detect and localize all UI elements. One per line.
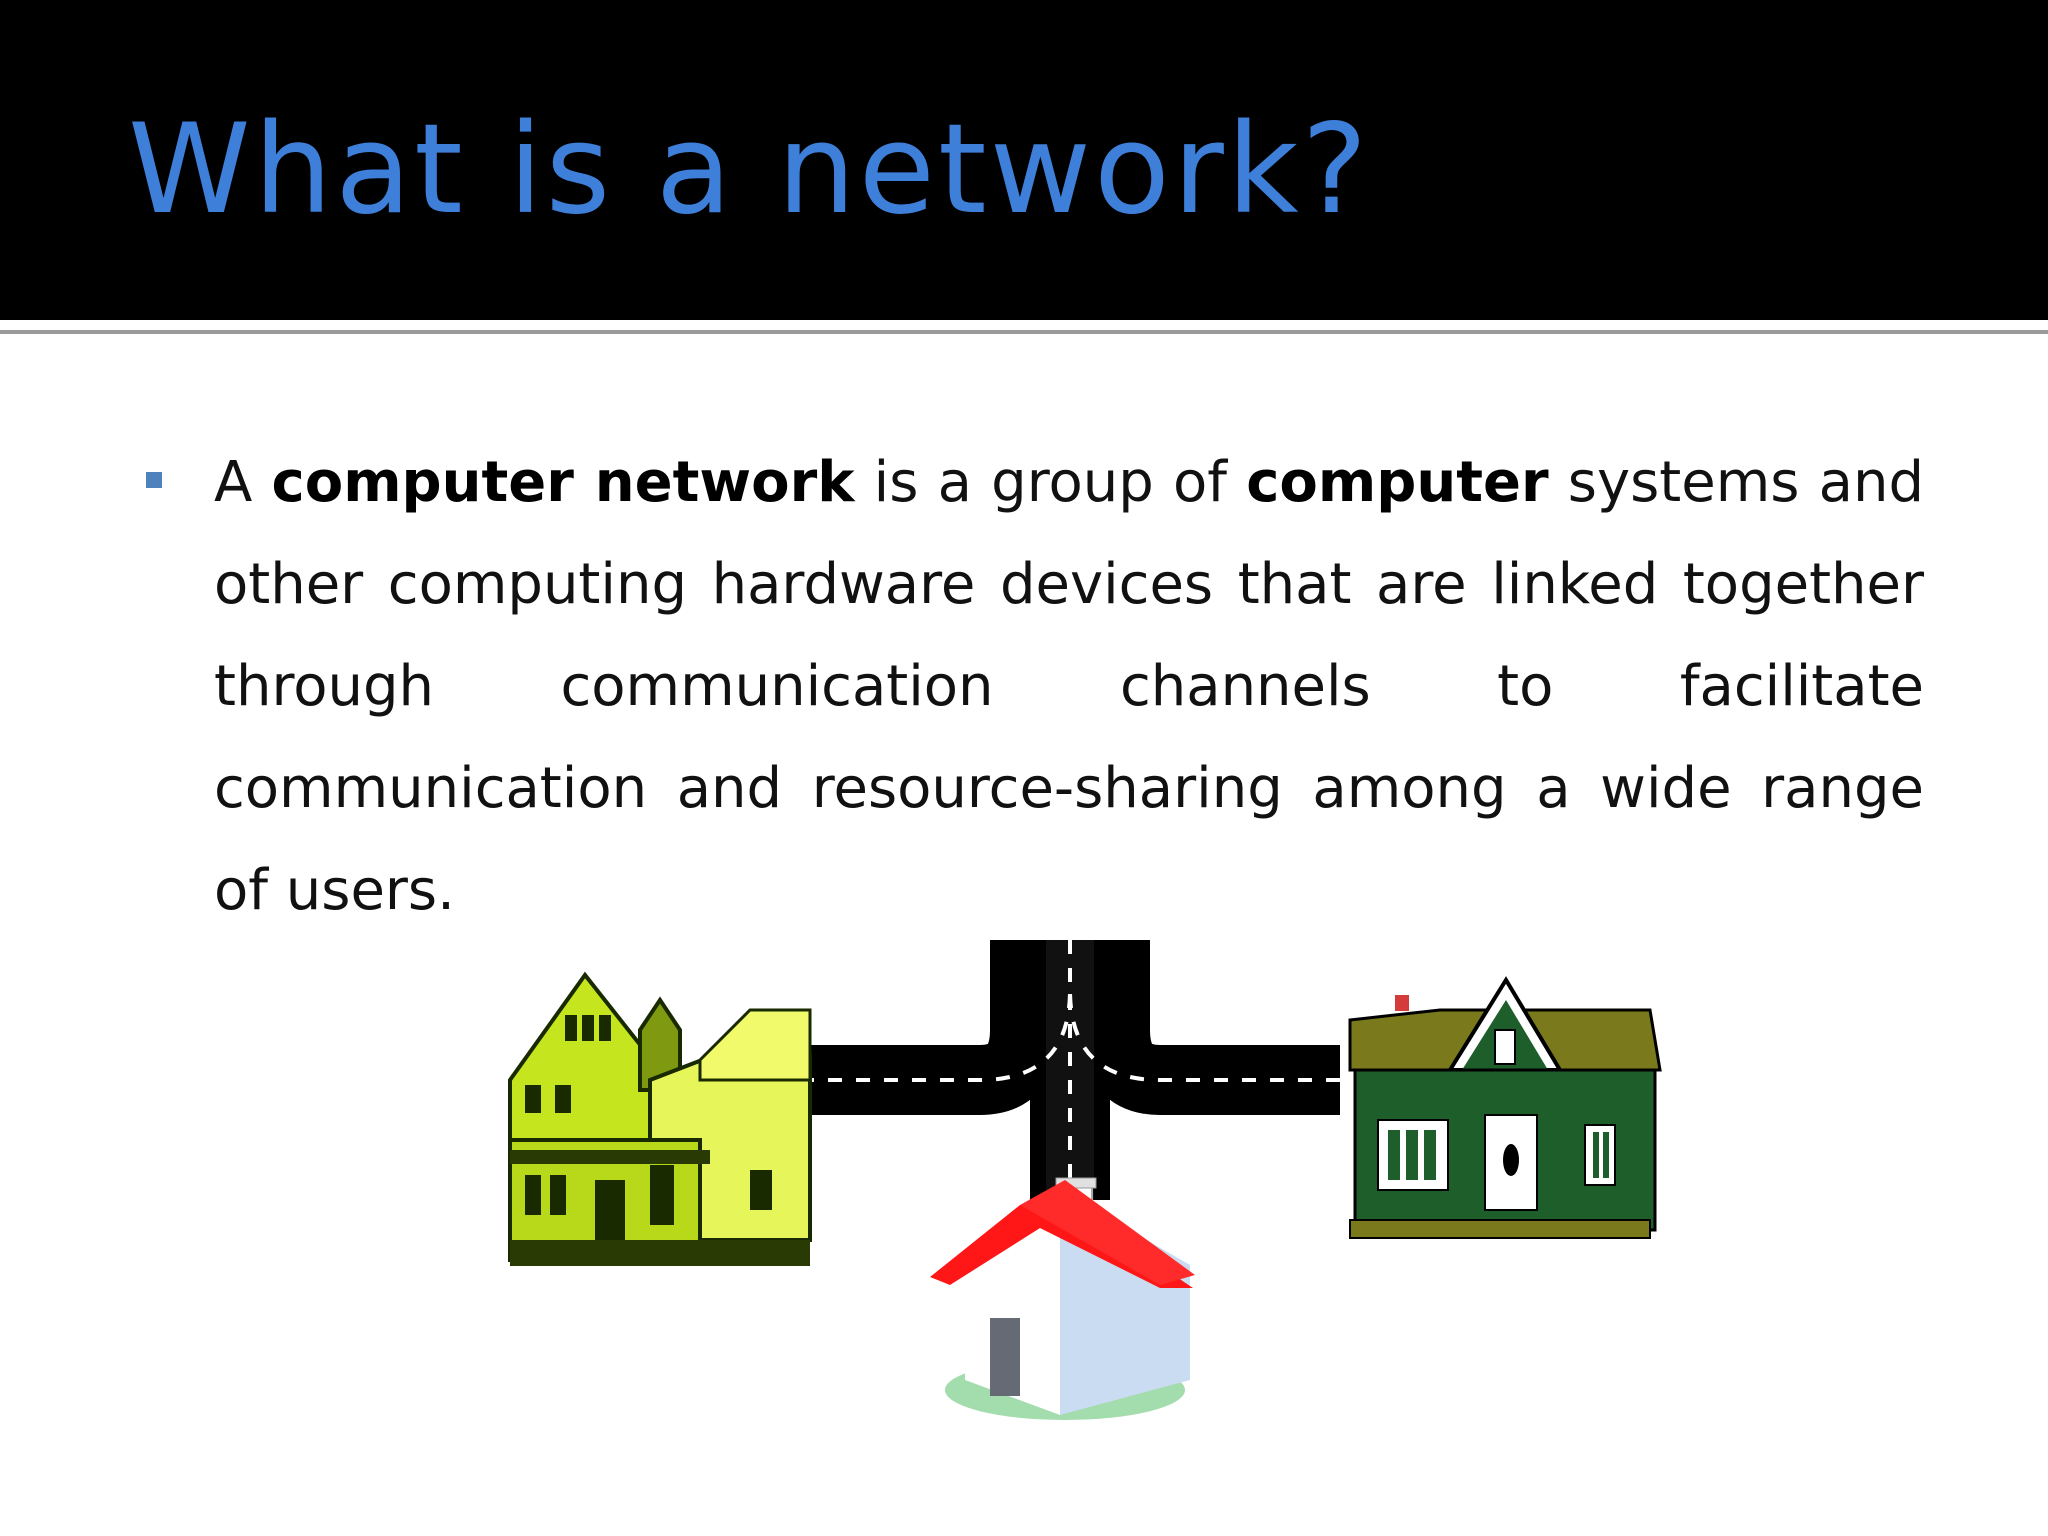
red-roof-house-icon bbox=[930, 1178, 1195, 1420]
bullet-marker-icon bbox=[146, 472, 162, 488]
bullet-text-part: A bbox=[214, 450, 272, 515]
title-bar: What is a network? bbox=[0, 0, 2048, 320]
divider-shadow-line bbox=[0, 330, 2048, 334]
bullet-text-part: systems and other computing hardware dev… bbox=[214, 450, 1924, 923]
bullet-bold-term: computer bbox=[1246, 450, 1548, 515]
slide-title: What is a network? bbox=[128, 108, 1370, 232]
bullet-text-part: is a group of bbox=[854, 450, 1246, 515]
green-house-icon bbox=[1350, 980, 1660, 1238]
yellow-house-icon bbox=[510, 975, 810, 1266]
network-illustration bbox=[500, 940, 1680, 1440]
road-icon bbox=[800, 940, 1340, 1200]
bullet-text: A computer network is a group of compute… bbox=[214, 432, 1924, 942]
divider-line bbox=[0, 320, 2048, 324]
bullet-bold-term: computer network bbox=[272, 450, 855, 515]
